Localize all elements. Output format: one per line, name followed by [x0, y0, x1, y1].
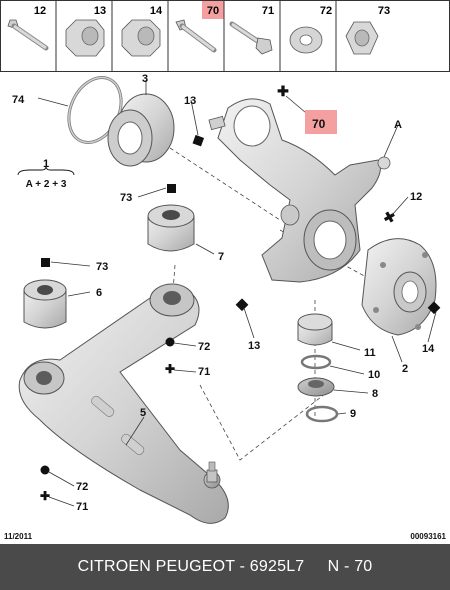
footer-date: 11/2011	[4, 532, 33, 541]
rubber-stop-11[interactable]	[297, 313, 333, 346]
callout-73-b: 73	[96, 261, 108, 273]
strip-cell-73[interactable]: 73	[335, 0, 450, 72]
callout-72-b: 72	[76, 481, 88, 493]
callout-labels: 74 3 13 70 A 73 12 7 73 6 13 11 2 14 72 …	[12, 73, 435, 513]
flanged-bolt-icon	[229, 21, 273, 55]
legend-number: 1	[43, 158, 49, 170]
callout-12: 12	[410, 191, 422, 203]
cup-8[interactable]	[297, 377, 335, 397]
callout-73: 73	[120, 192, 132, 204]
callout-6: 6	[96, 287, 102, 299]
callout-2: 2	[402, 363, 408, 375]
callout-3: 3	[142, 73, 148, 85]
strip-cell-13[interactable]: 13	[55, 0, 113, 72]
parts-strip: 12 13 14 70 71	[0, 0, 450, 72]
hex-nut-icon	[345, 21, 379, 55]
callout-70: 70	[312, 117, 326, 131]
callout-5: 5	[140, 407, 146, 419]
bolt-icon	[175, 19, 217, 53]
legend-formula: A + 2 + 3	[26, 179, 67, 190]
lower-control-arm-5[interactable]	[18, 283, 229, 524]
strip-number-71: 71	[262, 5, 274, 17]
bolt-icon	[7, 19, 49, 51]
svg-text:✚: ✚	[165, 362, 175, 376]
footer-ref: 00093161	[410, 532, 446, 541]
callout-A: A	[394, 119, 402, 131]
svg-text:✚: ✚	[277, 83, 289, 99]
wheel-bearing-3[interactable]	[107, 93, 175, 167]
o-ring-10[interactable]	[300, 354, 332, 370]
strip-number-12: 12	[34, 5, 46, 17]
bush-7[interactable]	[147, 204, 195, 252]
strip-number-14: 14	[150, 5, 163, 17]
fastener-markers: ✚ ✚ ✚ ✚	[40, 83, 441, 503]
steering-knuckle-A[interactable]	[208, 98, 391, 283]
exploded-diagram: ✚ ✚ ✚ ✚ 74 3 13 70 A 73 1	[12, 73, 441, 524]
highlight-70	[305, 110, 337, 134]
strip-cell-14[interactable]: 14	[111, 0, 169, 72]
assembly-guide-lines	[169, 147, 391, 461]
callout-71: 71	[198, 366, 210, 378]
flanged-nut-icon	[65, 19, 105, 57]
callout-13-b: 13	[248, 340, 260, 352]
callout-14: 14	[422, 343, 435, 355]
callout-71-b: 71	[76, 501, 88, 513]
part-number-bar: CITROEN PEUGEOT - 6925L7 N - 70	[0, 544, 450, 590]
callout-13: 13	[184, 95, 196, 107]
callout-10: 10	[368, 369, 380, 381]
callout-72: 72	[198, 341, 210, 353]
bush-6[interactable]	[23, 279, 67, 329]
strip-cell-71[interactable]: 71	[223, 0, 281, 72]
highlight-box	[202, 1, 224, 19]
callout-8: 8	[372, 388, 378, 400]
svg-text:✚: ✚	[40, 489, 50, 503]
strip-number-72: 72	[320, 5, 332, 17]
callout-9: 9	[350, 408, 356, 420]
part-number-text: CITROEN PEUGEOT - 6925L7 N - 70	[77, 558, 373, 575]
assembly-legend: 1 A + 2 + 3	[17, 158, 75, 190]
wheel-hub-2[interactable]	[361, 238, 437, 336]
strip-number-13: 13	[94, 5, 106, 17]
callout-11: 11	[364, 347, 376, 359]
ball-joint[interactable]	[203, 461, 221, 489]
washer-icon	[289, 26, 323, 54]
callout-7: 7	[218, 251, 224, 263]
callout-74: 74	[12, 94, 25, 106]
o-ring-9[interactable]	[305, 405, 339, 423]
flanged-nut-icon	[121, 19, 161, 57]
strip-number-73: 73	[378, 5, 390, 17]
strip-number-70: 70	[207, 5, 219, 17]
